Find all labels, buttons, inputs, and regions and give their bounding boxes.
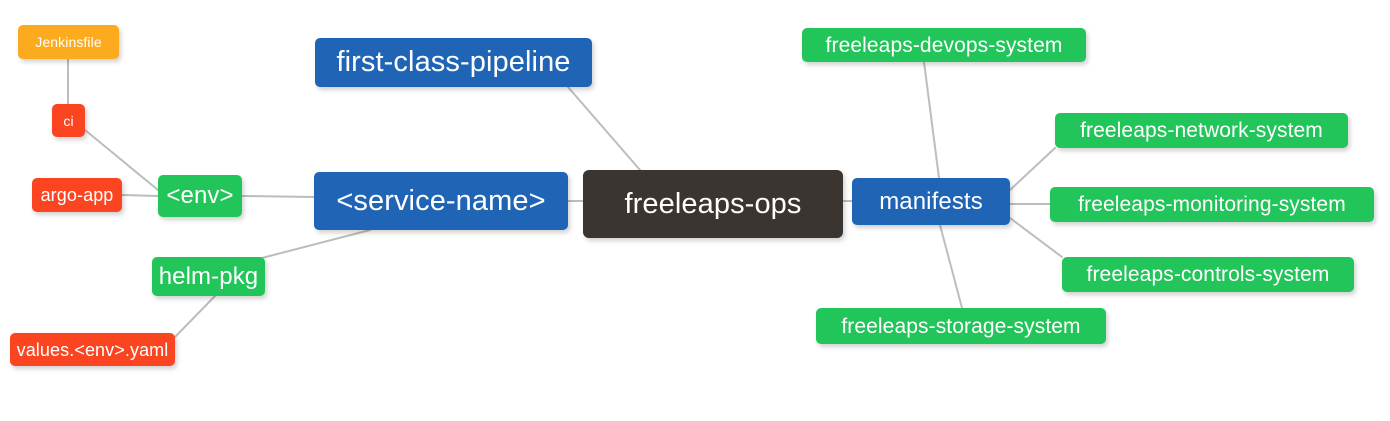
node-manifests[interactable]: manifests [852, 178, 1010, 225]
edge-helm-pkg-to-service-name [257, 229, 371, 260]
edge-manifests-to-network-system [1009, 147, 1056, 191]
node-controls-system[interactable]: freeleaps-controls-system [1062, 257, 1354, 292]
node-label: values.<env>.yaml [16, 339, 169, 360]
node-freeleaps-ops[interactable]: freeleaps-ops [583, 170, 843, 238]
node-argo-app[interactable]: argo-app [32, 178, 122, 212]
edge-manifests-to-devops-system [923, 61, 940, 179]
edge-first-class-pipeline-to-freeleaps-ops [567, 86, 641, 171]
node-label: freeleaps-storage-system [841, 314, 1081, 338]
node-label: <env> [166, 182, 234, 209]
node-label: first-class-pipeline [336, 46, 571, 78]
node-label: ci [63, 112, 74, 129]
node-label: freeleaps-monitoring-system [1078, 193, 1346, 216]
node-label: freeleaps-network-system [1080, 119, 1323, 142]
node-label: freeleaps-ops [624, 187, 802, 220]
node-first-class-pipeline[interactable]: first-class-pipeline [315, 38, 592, 87]
node-label: freeleaps-controls-system [1086, 263, 1330, 286]
node-env[interactable]: <env> [158, 175, 242, 217]
node-helm-pkg[interactable]: helm-pkg [152, 257, 265, 296]
node-network-system[interactable]: freeleaps-network-system [1055, 113, 1348, 148]
node-label: manifests [879, 187, 983, 215]
node-values-yaml[interactable]: values.<env>.yaml [10, 333, 175, 366]
node-ci[interactable]: ci [52, 104, 85, 137]
node-label: <service-name> [336, 184, 546, 217]
edge-argo-app-to-env [121, 194, 159, 197]
node-storage-system[interactable]: freeleaps-storage-system [816, 308, 1106, 344]
node-label: helm-pkg [158, 262, 259, 290]
edge-env-to-service-name [241, 195, 315, 198]
node-devops-system[interactable]: freeleaps-devops-system [802, 28, 1086, 62]
node-label: freeleaps-devops-system [825, 33, 1063, 57]
node-label: Jenkinsfile [35, 34, 102, 50]
node-service-name[interactable]: <service-name> [314, 172, 568, 230]
node-monitoring-system[interactable]: freeleaps-monitoring-system [1050, 187, 1374, 222]
node-label: argo-app [40, 185, 114, 205]
node-jenkinsfile[interactable]: Jenkinsfile [18, 25, 119, 59]
edge-values-yaml-to-helm-pkg [174, 295, 216, 338]
edge-manifests-to-controls-system [1009, 217, 1063, 258]
edge-manifests-to-storage-system [939, 224, 963, 309]
